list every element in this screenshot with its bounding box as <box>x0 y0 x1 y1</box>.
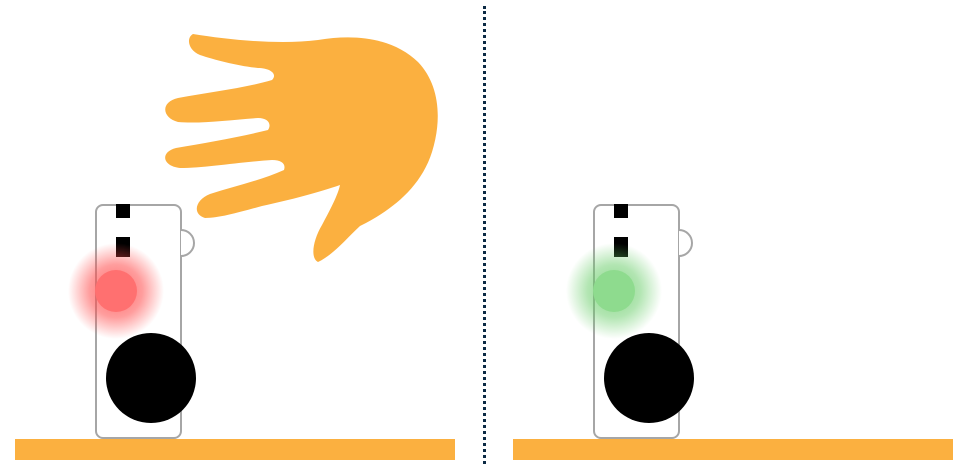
green-light <box>593 270 635 312</box>
device-side-knob <box>181 230 194 256</box>
sensor-top <box>614 204 628 218</box>
hand-icon <box>165 34 438 262</box>
scene-left <box>0 0 481 464</box>
device-side-knob <box>679 230 692 256</box>
scene-right <box>482 0 963 464</box>
sensor-top <box>116 204 130 218</box>
device-lens <box>106 333 196 423</box>
shelf-left <box>15 439 455 460</box>
scene-right-drawing <box>482 0 963 464</box>
red-light <box>95 270 137 312</box>
shelf-right <box>513 439 953 460</box>
scene-left-drawing <box>0 0 481 464</box>
device-lens <box>604 333 694 423</box>
